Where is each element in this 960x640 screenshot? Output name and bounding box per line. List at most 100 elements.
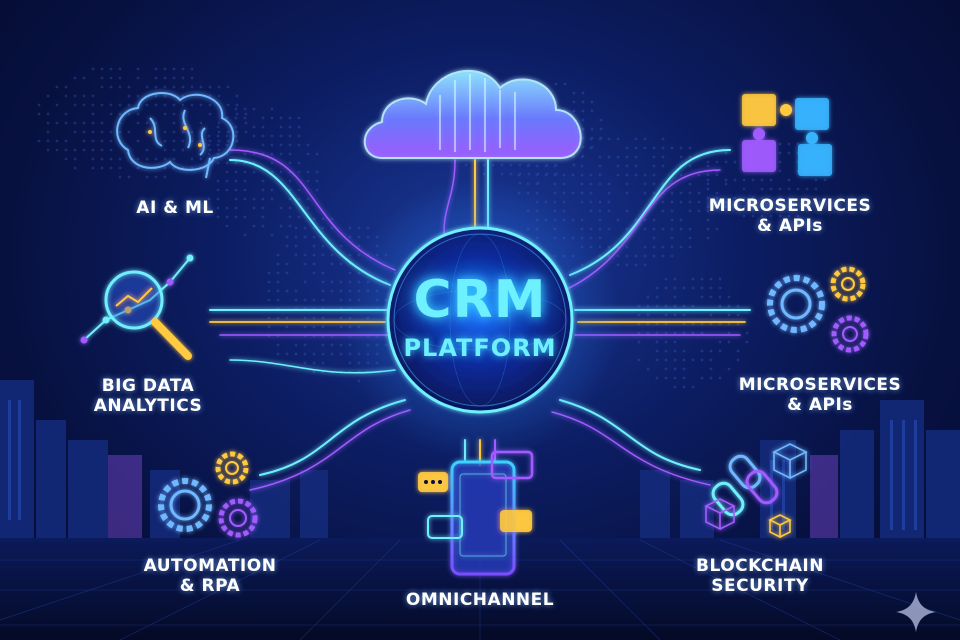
map-dot [598,164,602,168]
map-dot [724,200,728,204]
map-dot [664,286,668,290]
map-dot [270,116,274,120]
map-dot [64,85,68,89]
map-dot [634,155,638,159]
map-dot [285,352,289,356]
map-dot [562,173,566,177]
map-dot [553,191,557,195]
map-dot [312,361,316,365]
map-dot [46,148,50,152]
map-dot [625,263,629,267]
map-dot [589,227,593,231]
gears-icon [158,451,258,538]
map-dot [599,127,603,131]
map-dot [634,263,638,267]
map-dot [225,134,229,138]
node-micro1-label: MICROSERVICES & APIs [700,196,880,236]
map-dot [190,67,194,71]
map-dot [163,67,167,71]
map-dot [682,322,686,326]
map-dot [279,134,283,138]
map-dot [661,209,665,213]
map-dot [348,235,352,239]
map-dot [700,295,704,299]
map-dot [279,125,283,129]
map-dot [100,166,104,170]
map-dot [172,76,176,80]
map-dot [154,121,158,125]
map-dot [482,163,486,167]
map-dot [163,139,167,143]
map-dot [181,139,185,143]
map-dot [261,116,265,120]
map-dot [235,130,239,134]
puzzle-cubes-icon [742,94,832,176]
map-dot [82,139,86,143]
map-dot [706,218,710,222]
map-dot [715,196,719,200]
map-dot [234,188,238,192]
map-dot [562,182,566,186]
map-dot [706,205,710,209]
map-dot [288,215,292,219]
map-dot [646,313,650,317]
map-dot [288,125,292,129]
map-dot [682,331,686,335]
map-dot [64,94,68,98]
phone-chat-icon [418,450,534,576]
map-dot [91,148,95,152]
map-dot [91,166,95,170]
map-dot [796,142,800,146]
node-micro1-line-2: & APIs [757,216,823,236]
map-dot [509,163,513,167]
map-dot [742,178,746,182]
map-dot [217,148,221,152]
map-dot [718,286,722,290]
map-dot [55,103,59,107]
map-dot [652,254,656,258]
map-dot [691,286,695,290]
map-dot [252,134,256,138]
map-dot [109,67,113,71]
map-dot [679,155,683,159]
map-dot [244,121,248,125]
map-dot [527,163,531,167]
brain-icon [116,92,235,179]
map-dot [225,116,229,120]
map-dot [643,254,647,258]
map-dot [234,134,238,138]
map-dot [634,254,638,258]
map-dot [145,175,149,179]
map-dot [73,121,77,125]
map-dot [321,316,325,320]
node-micro2-line-1: MICROSERVICES [738,375,902,395]
map-dot [118,175,122,179]
map-dot [664,367,668,371]
map-dot [796,187,800,191]
map-dot [270,134,274,138]
map-dot [208,112,212,116]
map-dot [216,197,220,201]
map-dot [261,188,265,192]
map-dot [598,182,602,186]
map-dot [279,224,283,228]
map-dot [751,196,755,200]
map-dot [673,340,677,344]
map-dot [655,376,659,380]
map-dot [536,181,540,185]
map-dot [145,130,149,134]
map-dot [778,169,782,173]
hub-title: CRM [413,270,547,330]
map-dot [643,146,647,150]
map-dot [607,254,611,258]
map-dot [306,179,310,183]
map-dot [787,205,791,209]
map-dot [312,235,316,239]
map-dot [297,197,301,201]
map-dot [339,262,343,266]
map-dot [670,146,674,150]
map-dot [718,295,722,299]
map-dot [697,191,701,195]
map-dot [312,217,316,221]
map-dot [616,173,620,177]
